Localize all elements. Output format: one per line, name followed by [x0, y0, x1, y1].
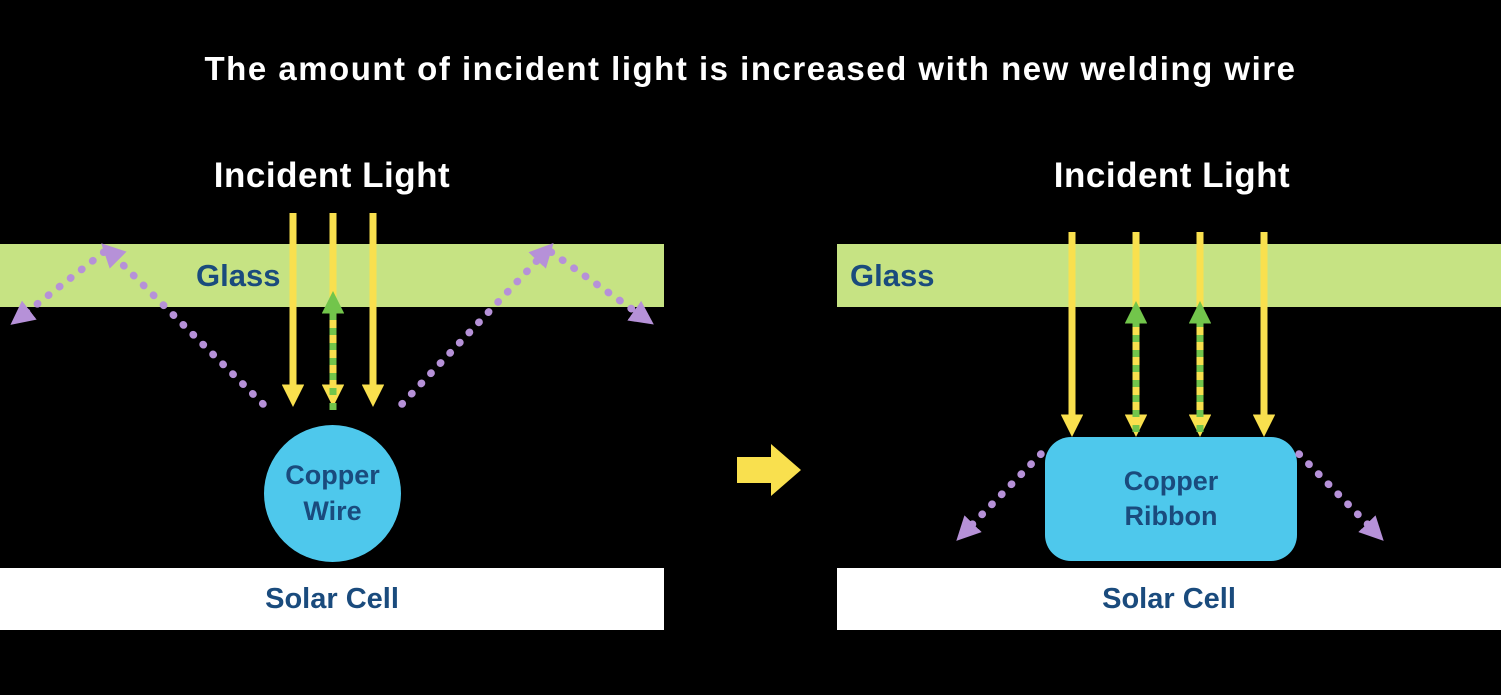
copper-ribbon-label-line2: Ribbon: [1124, 501, 1218, 531]
copper-wire: Copper Wire: [264, 425, 401, 562]
glass-bar-right: [837, 244, 1501, 307]
solar-cell-label-left: Solar Cell: [265, 582, 399, 615]
incident-light-label-right: Incident Light: [1053, 156, 1291, 195]
solar-cell-label-right: Solar Cell: [1102, 582, 1236, 615]
transition-arrow-icon: [737, 444, 801, 496]
solar-cell-bar-left: Solar Cell: [0, 568, 664, 630]
reflected-light-arrows-right: [1124, 301, 1212, 432]
copper-ribbon: Copper Ribbon: [1045, 437, 1297, 561]
solar-cell-bar-right: Solar Cell: [837, 568, 1501, 630]
glass-label-left: Glass: [196, 258, 281, 293]
scattered-ray-icon: [1295, 450, 1384, 541]
incident-light-label-left: Incident Light: [213, 156, 451, 195]
copper-wire-label-line2: Wire: [303, 495, 362, 526]
glass-bar-left: [0, 244, 664, 307]
glass-label-right: Glass: [850, 258, 935, 293]
diagram-title: The amount of incident light is increase…: [204, 50, 1297, 87]
copper-ribbon-label-line1: Copper: [1123, 465, 1219, 496]
scattered-ray-icon: [956, 450, 1045, 541]
copper-wire-label-line1: Copper: [285, 460, 380, 491]
